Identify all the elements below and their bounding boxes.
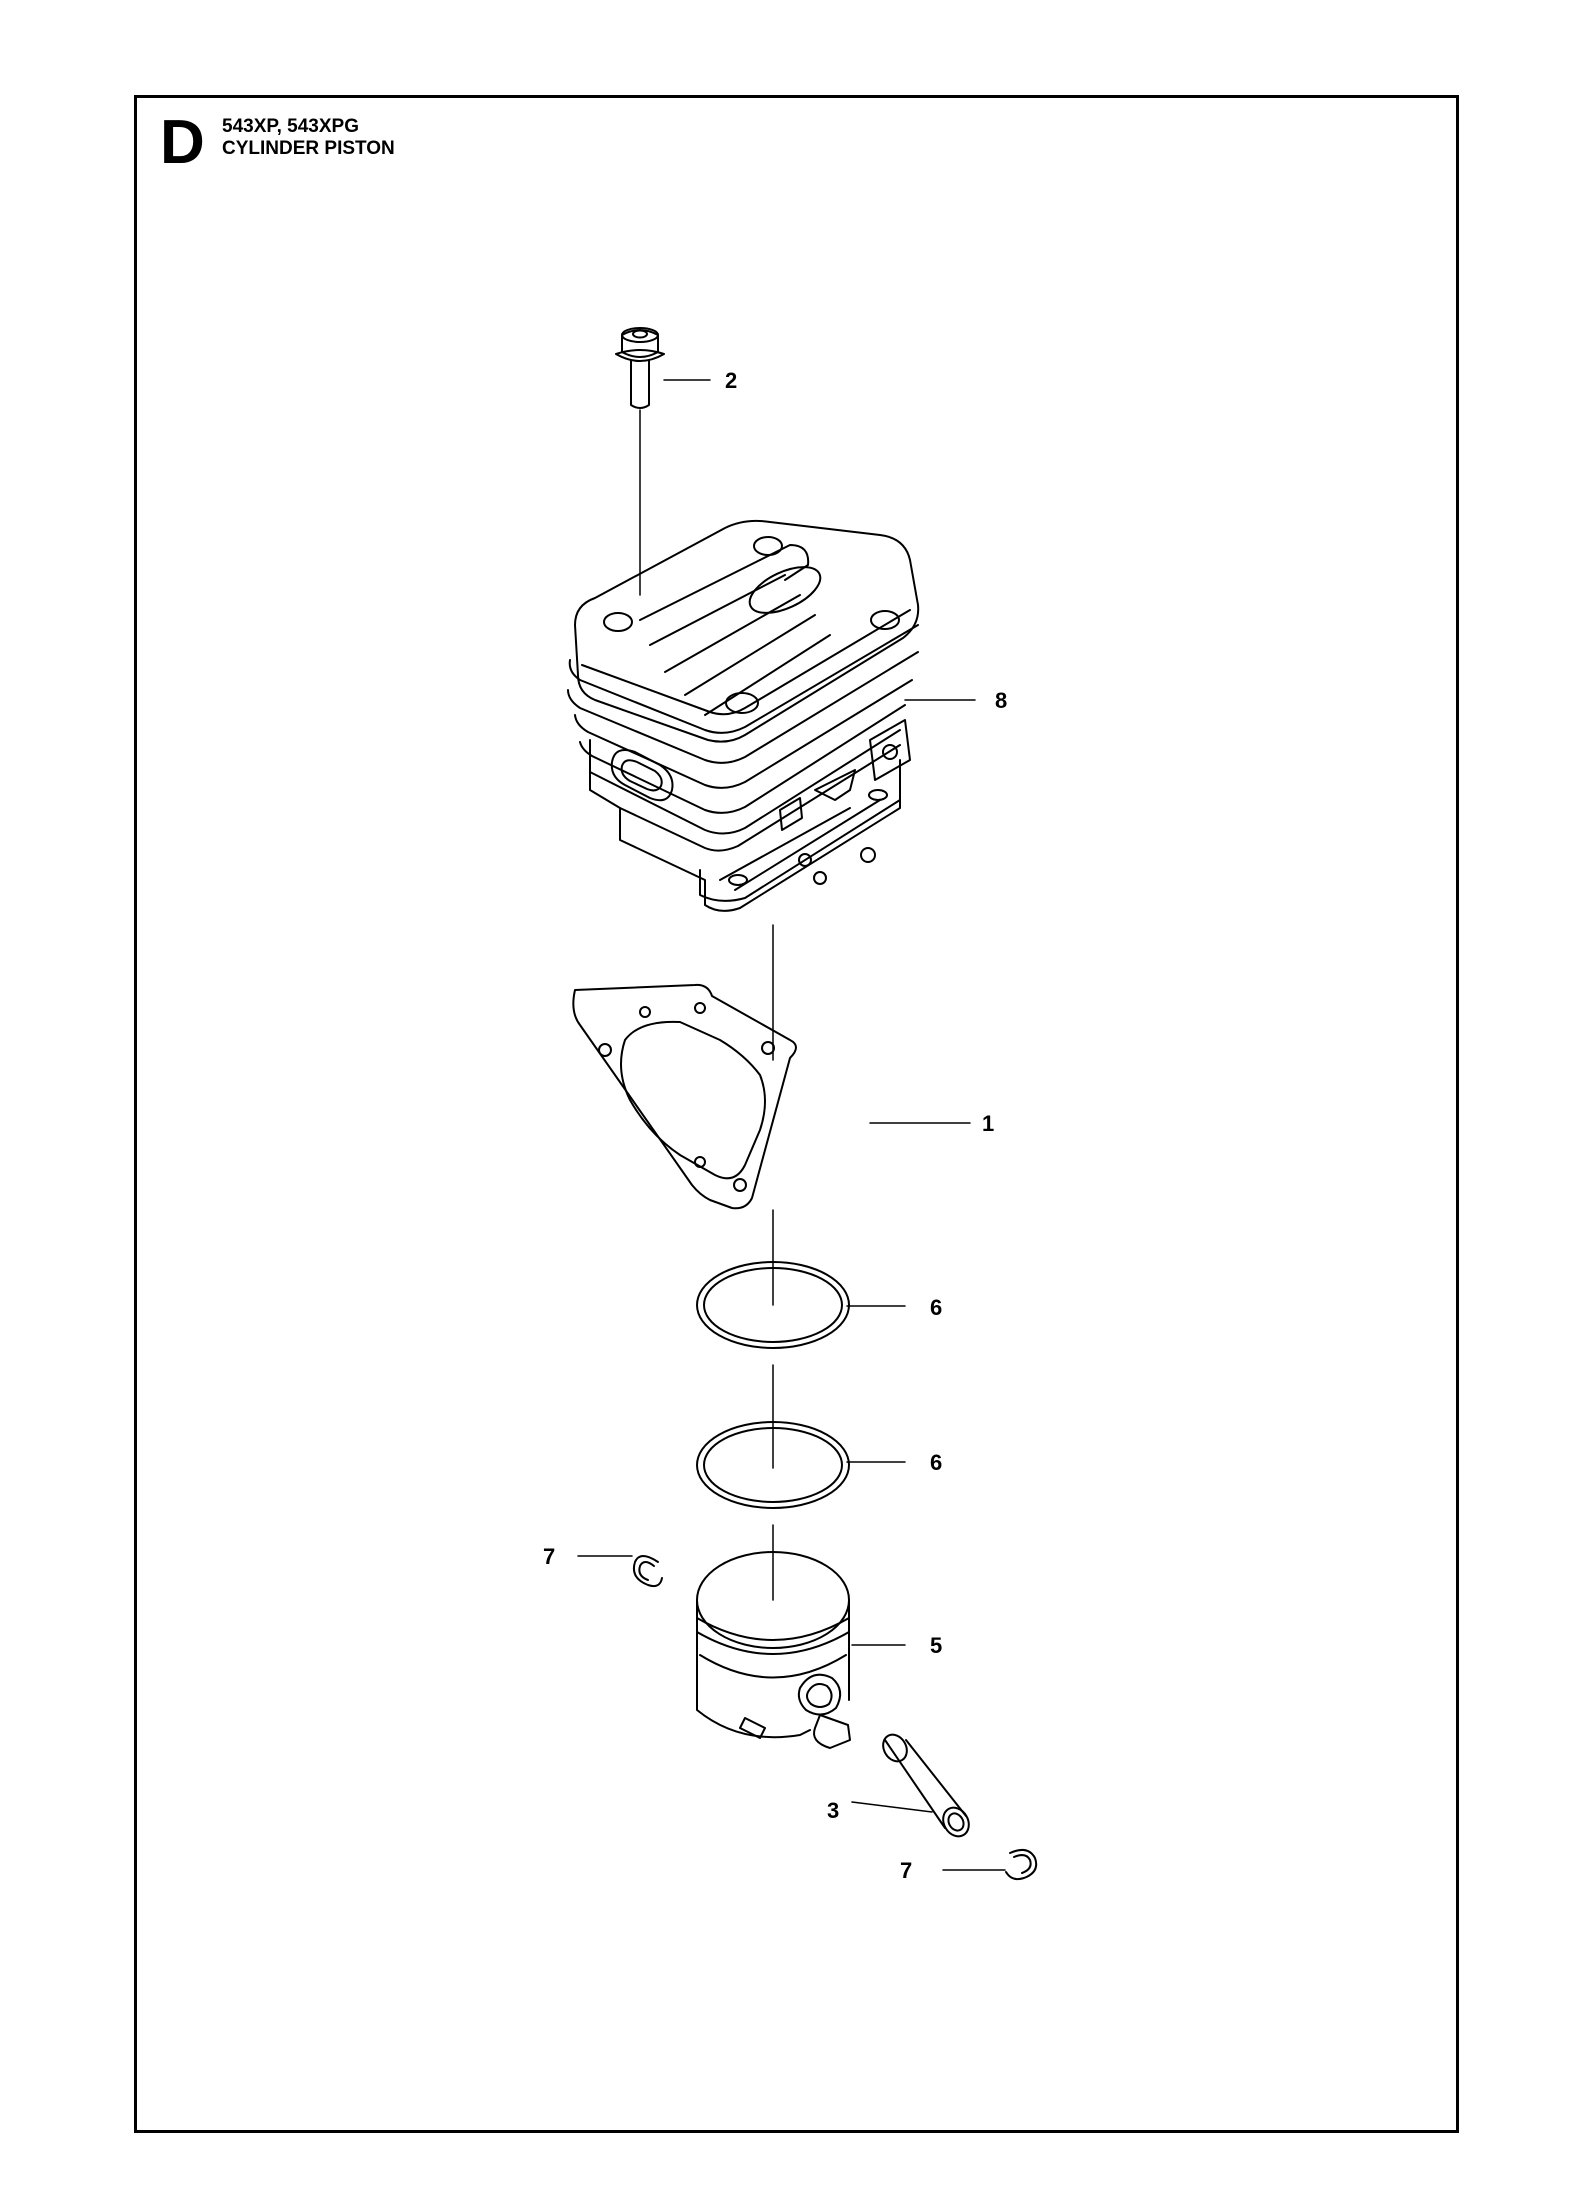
drawing-frame <box>134 95 1459 2133</box>
piston-icon <box>696 1551 851 1749</box>
callout-6-upper: 6 <box>930 1295 942 1320</box>
callout-7-left: 7 <box>543 1544 555 1569</box>
callout-6-lower: 6 <box>930 1450 942 1475</box>
circlip-icon-left <box>632 1555 663 1588</box>
screw-icon <box>615 327 665 409</box>
section-letter: D <box>160 108 205 177</box>
title-block: 543XP, 543XPG CYLINDER PISTON <box>222 116 395 160</box>
circlip-icon-right <box>1005 1848 1038 1881</box>
piston-ring-icon-lower <box>696 1421 850 1509</box>
page-title: CYLINDER PISTON <box>222 138 395 159</box>
piston-ring-icon-upper <box>696 1261 850 1349</box>
gasket-icon <box>572 983 797 1210</box>
assembly-axis <box>639 409 774 1601</box>
callout-2: 2 <box>725 368 737 393</box>
callout-5: 5 <box>930 1633 942 1658</box>
callout-8: 8 <box>995 688 1007 713</box>
callout-1: 1 <box>982 1111 994 1136</box>
callout-7-right: 7 <box>900 1858 912 1883</box>
cylinder-icon <box>567 519 920 912</box>
callout-3: 3 <box>827 1798 839 1823</box>
piston-pin-icon <box>882 1733 970 1838</box>
leader-lines <box>577 379 1006 1871</box>
model-numbers: 543XP, 543XPG <box>222 116 359 137</box>
